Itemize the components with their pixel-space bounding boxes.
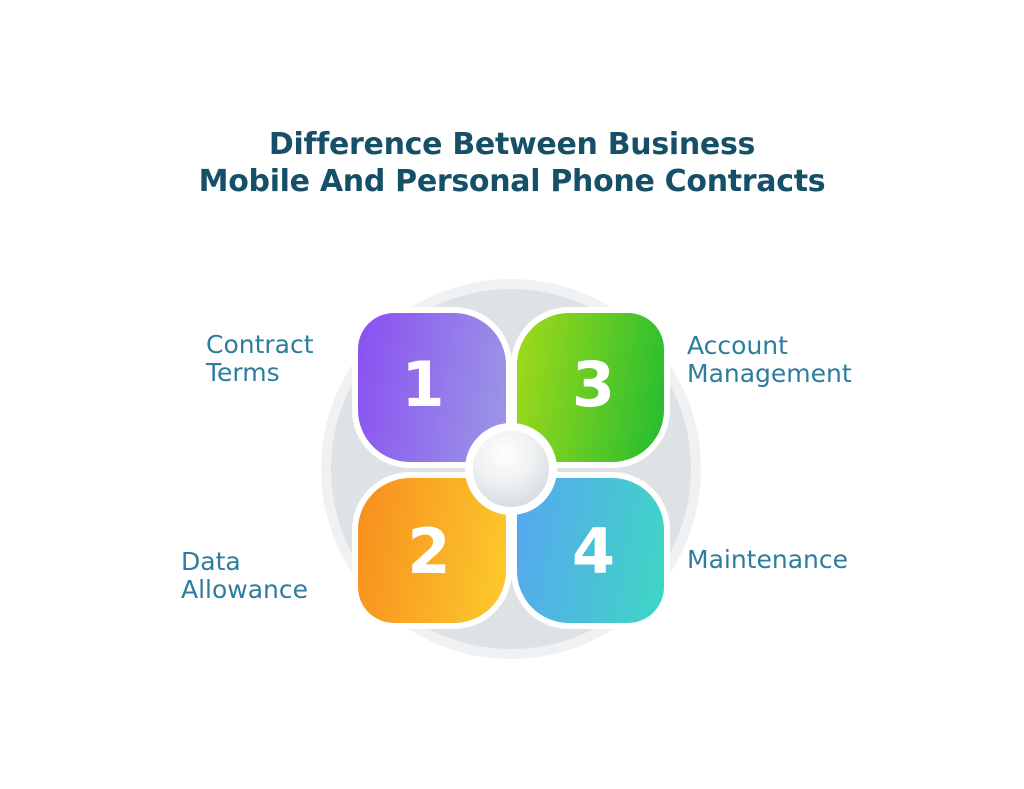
label-contract-terms-line-2: Terms xyxy=(206,358,280,387)
label-account-management-line-1: Account xyxy=(687,331,788,360)
label-account-management-line-2: Management xyxy=(687,359,852,388)
label-account-management: Account Management xyxy=(687,332,852,388)
page-title-line-1: Difference Between Business xyxy=(268,127,756,162)
label-maintenance: Maintenance xyxy=(687,546,848,574)
label-data-allowance-line-1: Data xyxy=(181,547,241,576)
petal-4-number: 4 xyxy=(571,514,616,588)
page-title-line-2: Mobile And Personal Phone Contracts xyxy=(198,164,826,199)
petal-3-number: 3 xyxy=(571,347,616,421)
label-contract-terms: Contract Terms xyxy=(206,331,314,387)
page-title: Difference Between Business Mobile And P… xyxy=(0,126,1024,200)
petal-1-number: 1 xyxy=(401,347,445,421)
label-data-allowance: Data Allowance xyxy=(181,548,308,604)
label-maintenance-line-1: Maintenance xyxy=(687,545,848,574)
label-contract-terms-line-1: Contract xyxy=(206,330,314,359)
petal-2-number: 2 xyxy=(407,514,451,588)
center-sphere xyxy=(465,423,557,515)
label-data-allowance-line-2: Allowance xyxy=(181,575,309,604)
